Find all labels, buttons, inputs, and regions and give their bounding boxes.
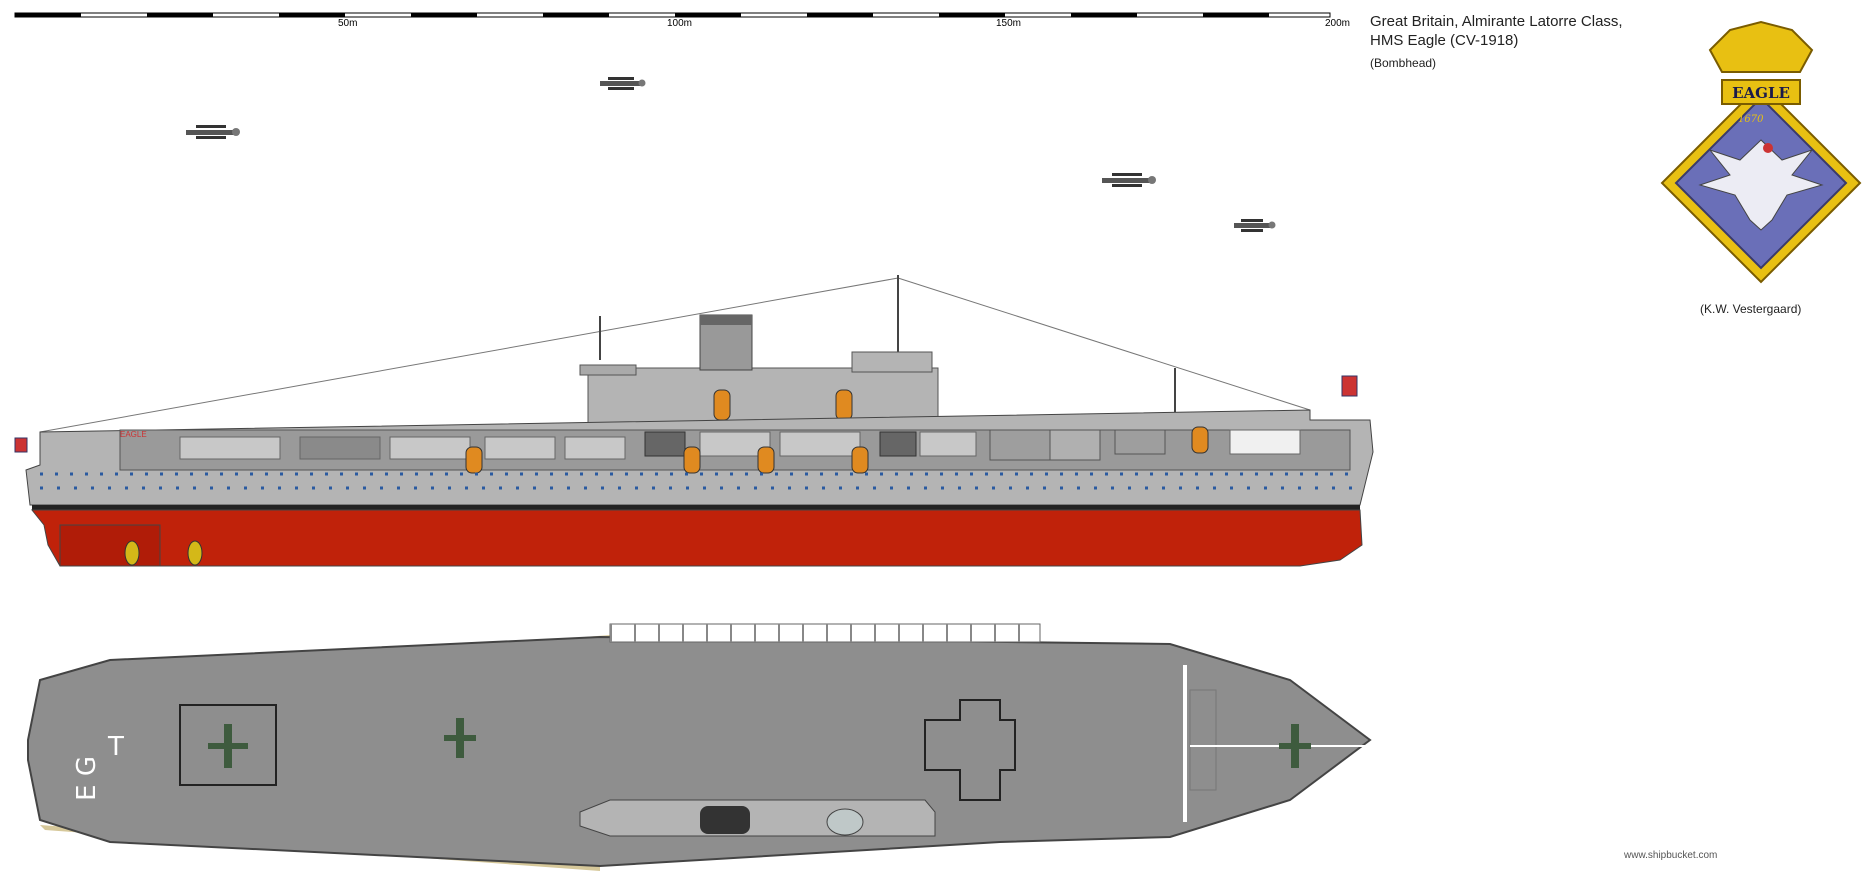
parked-biplane-icon: [1279, 724, 1311, 768]
crest-year: 1670: [1738, 114, 1764, 125]
author-credit: (Bombhead): [1370, 56, 1437, 70]
biplane-icon: [1102, 173, 1156, 187]
parked-biplane-icon: [208, 724, 248, 768]
crest-credit: (K.W. Vestergaard): [1700, 302, 1802, 316]
biplane-icon: [1234, 219, 1276, 232]
scale-label-50m: 50m: [338, 18, 358, 29]
crest-name: EAGLE: [1732, 84, 1790, 102]
footer-credit: www.shipbucket.com: [1624, 850, 1718, 861]
scale-label-100m: 100m: [667, 18, 693, 29]
hull-name: EAGLE: [120, 430, 147, 439]
class-title: Great Britain, Almirante Latorre Class,: [1370, 13, 1623, 30]
drawing-info: Great Britain, Almirante Latorre Class, …: [1370, 12, 1623, 70]
biplane-icon: [186, 125, 240, 139]
parked-biplane-icon: [444, 718, 476, 758]
scale-bar: [14, 12, 1331, 18]
ship-title: HMS Eagle (CV-1918): [1370, 32, 1519, 49]
top-view: [27, 623, 1372, 871]
deck-letter-t: T: [108, 732, 124, 762]
biplane-icon: [600, 77, 646, 90]
scale-label-150m: 150m: [996, 18, 1022, 29]
scale-label-200m: 200m: [1325, 18, 1351, 29]
deck-letters-eg: E G: [72, 756, 102, 801]
side-profile: [14, 275, 1374, 567]
ship-crest: [1660, 20, 1862, 284]
